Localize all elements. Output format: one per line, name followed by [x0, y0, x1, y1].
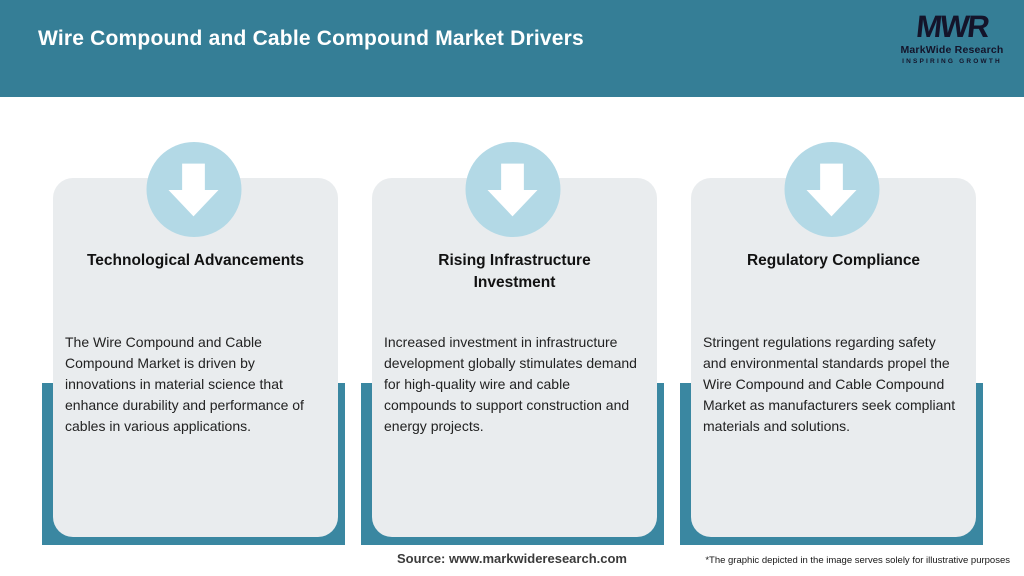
card-title: Rising Infrastructure Investment [438, 252, 591, 291]
card-body-text: Stringent regulations regarding safety a… [703, 334, 956, 434]
disclaimer-note: *The graphic depicted in the image serve… [705, 555, 1010, 566]
card-body-text: Increased investment in infrastructure d… [384, 334, 637, 434]
logo-company-name: MarkWide Research [900, 44, 1004, 56]
down-arrow-icon [146, 142, 241, 237]
card-panel: Regulatory Compliance Stringent regulati… [691, 178, 976, 537]
page-title: Wire Compound and Cable Compound Market … [38, 27, 584, 50]
card-title: Technological Advancements [86, 252, 305, 269]
card-panel: Rising Infrastructure Investment Increas… [372, 178, 657, 537]
header-band: Wire Compound and Cable Compound Market … [0, 0, 1024, 97]
card-panel: Technological Advancements The Wire Comp… [53, 178, 338, 537]
driver-card-regulatory-compliance: Regulatory Compliance Stringent regulati… [680, 142, 983, 545]
logo-tagline: INSPIRING GROWTH [902, 58, 1002, 65]
markwide-research-logo: MWR MarkWide Research INSPIRING GROWTH [896, 9, 1008, 65]
driver-card-technological-advancements: Technological Advancements The Wire Comp… [42, 142, 345, 545]
card-title: Regulatory Compliance [746, 252, 921, 269]
card-body-text: The Wire Compound and Cable Compound Mar… [65, 334, 304, 434]
down-arrow-icon [465, 142, 560, 237]
down-arrow-icon [784, 142, 879, 237]
mwr-logo-monogram: MWR [914, 9, 990, 44]
source-attribution: Source: www.markwideresearch.com [396, 551, 627, 566]
driver-card-rising-infrastructure-investment: Rising Infrastructure Investment Increas… [361, 142, 664, 545]
